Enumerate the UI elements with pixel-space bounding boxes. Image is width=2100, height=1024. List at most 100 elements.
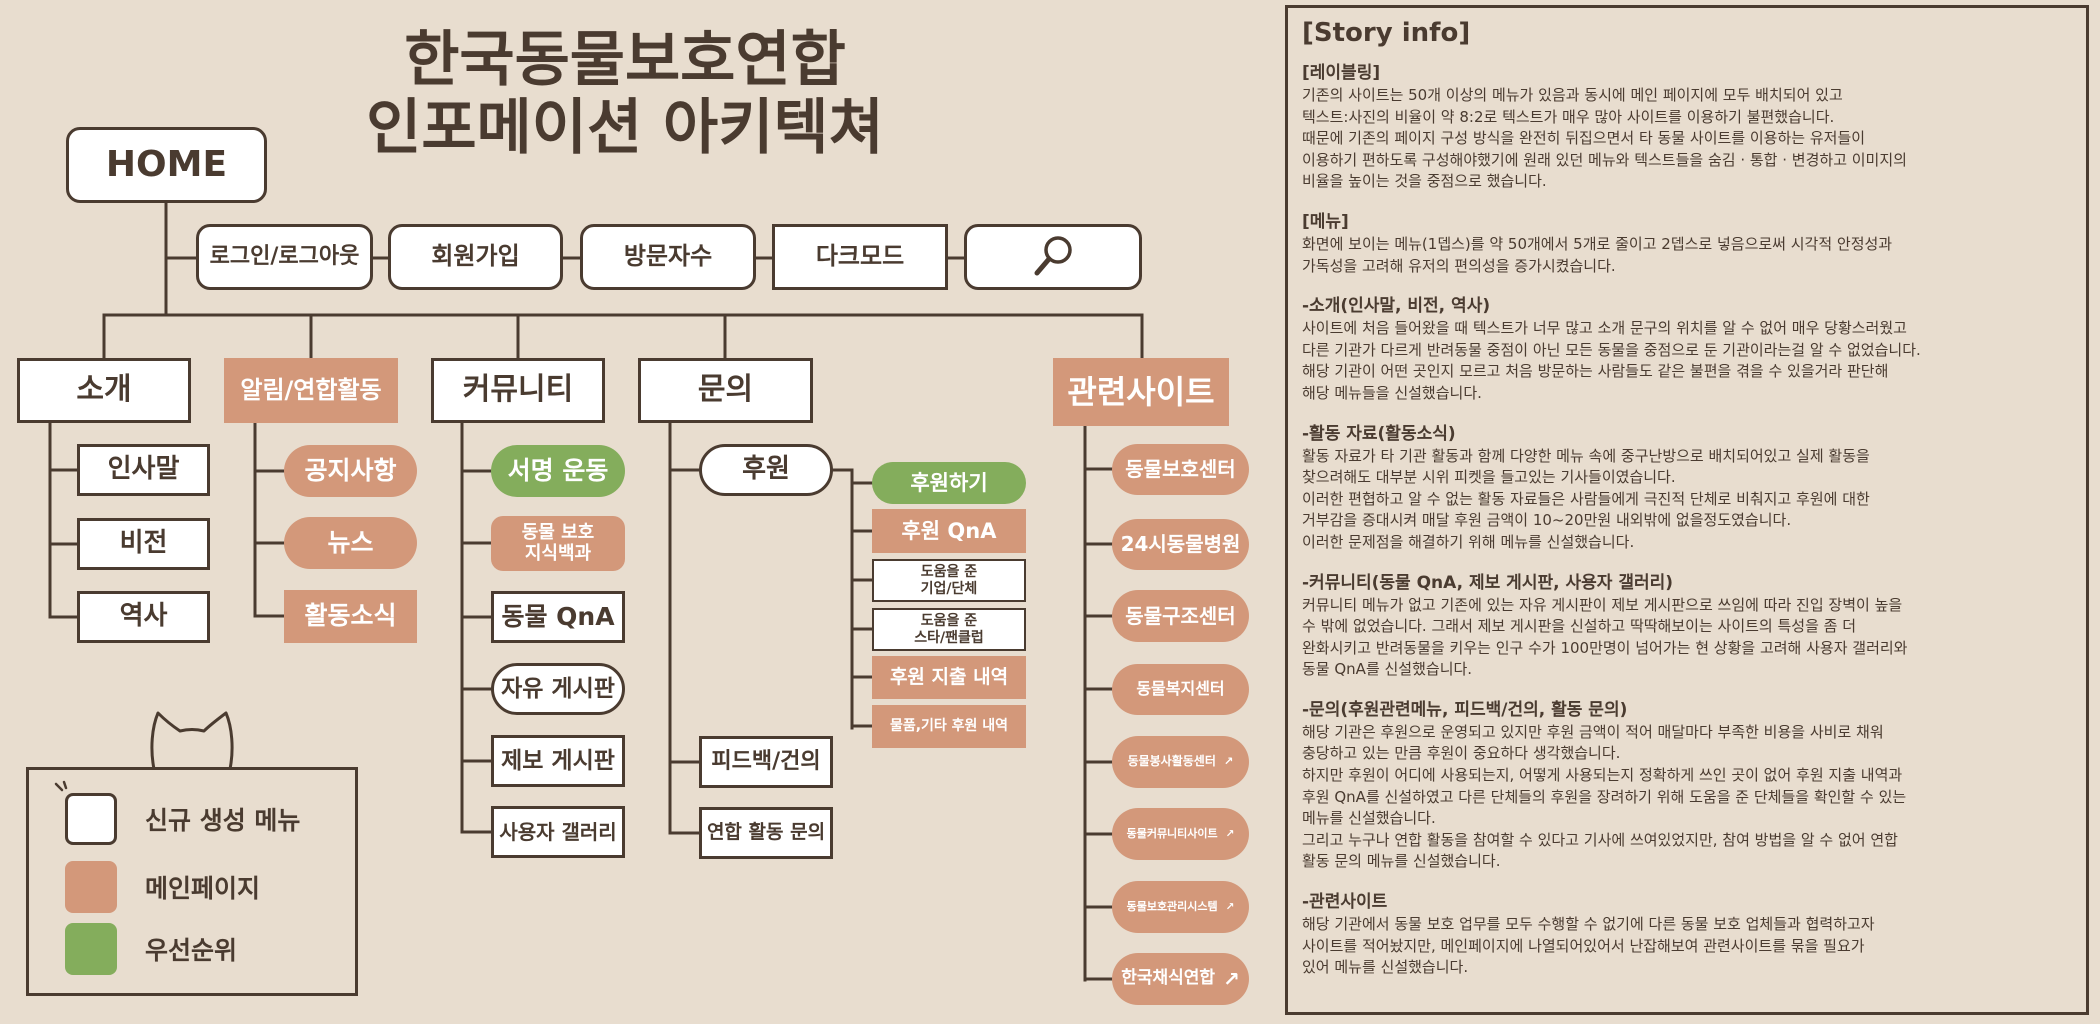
node-donation-qna: 후원 QnA <box>872 509 1026 553</box>
story-section: -소개(인사말, 비전, 역사) 사이트에 처음 들어왔을 때 텍스트가 너무 많… <box>1302 291 2072 404</box>
story-line: 커뮤니티 메뉴가 없고 기존에 있는 자유 게시판이 제보 게시판으로 쓰임에 … <box>1302 595 1903 614</box>
story-line: 화면에 보이는 메뉴(1뎁스)를 약 50개에서 5개로 줄이고 2뎁스로 넣음… <box>1302 234 1893 253</box>
node-site-8: 한국채식연합↗ <box>1112 953 1249 1005</box>
node-goods-donation: 물품,기타 후원 내역 <box>872 705 1026 748</box>
story-section-title: -문의(후원관련메뉴, 피드백/건의, 활동 문의) <box>1302 699 1628 720</box>
story-line: 거부감을 증대시켜 매달 후원 금액이 10~20만원 내외밖에 없을정도였습니… <box>1302 511 1792 530</box>
node-animal-qna: 동물 QnA <box>491 591 625 643</box>
swatch-main-page <box>65 861 117 913</box>
node-community: 커뮤니티 <box>431 358 605 423</box>
story-line: 가독성을 고려해 유저의 편의성을 증가시켰습니다. <box>1302 256 1616 275</box>
node-visitors: 방문자수 <box>580 224 756 290</box>
story-title: [Story info] <box>1302 18 1471 48</box>
swatch-priority <box>65 923 117 975</box>
node-joint-activity: 연합 활동 문의 <box>699 807 833 859</box>
story-line: 활동 자료가 타 기관 활동과 함께 다양한 메뉴 속에 중구난방으로 배치되어… <box>1302 446 1870 465</box>
story-line: 그리고 누구나 연합 활동을 참여할 수 있다고 기사에 쓰여있었지만, 참여 … <box>1302 830 1898 849</box>
story-line: 활동 문의 메뉴를 신설했습니다. <box>1302 852 1501 871</box>
external-link-icon: ↗ <box>1225 827 1235 840</box>
node-site-2: 24시동물병원 <box>1112 519 1249 570</box>
node-animal-wiki: 동물 보호 지식백과 <box>491 516 625 571</box>
story-section: [메뉴] 화면에 보이는 메뉴(1뎁스)를 약 50개에서 5개로 줄이고 2뎁스… <box>1302 207 2072 277</box>
page-title-line1: 한국동물보호연합 <box>404 25 846 95</box>
legend-label-new-menu: 신규 생성 메뉴 <box>145 806 301 835</box>
node-signup: 회원가입 <box>388 224 563 290</box>
node-notice-activity: 알림/연합활동 <box>224 358 398 423</box>
story-line: 해당 기관은 후원으로 운영되고 있지만 후원 금액이 적어 매달마다 부족한 … <box>1302 722 1884 741</box>
external-link-icon: ↗ <box>1223 966 1240 991</box>
legend-item-priority: 우선순위 <box>65 923 237 975</box>
story-line: 기존의 사이트는 50개 이상의 메뉴가 있음과 동시에 메인 페이지에 모두 … <box>1302 86 1843 104</box>
story-line: 해당 기관이 어떤 곳인지 모르고 처음 방문하는 사람들도 같은 불편을 겪을… <box>1302 362 1889 381</box>
story-line: 하지만 후원이 어디에 사용되는지, 어떻게 사용되는지 정확하게 쓰인 곳이 … <box>1302 766 1903 785</box>
page-title-line2: 인포메이션 아키텍쳐 <box>366 93 884 163</box>
external-link-icon: ↗ <box>1225 900 1235 913</box>
story-line: 이용하기 편하도록 구성해야했기에 원래 있던 메뉴와 텍스트들을 숨김 · 통… <box>1302 150 1907 169</box>
story-line: 동물 QnA를 신설했습니다. <box>1302 660 1473 679</box>
node-petition: 서명 운동 <box>491 445 625 497</box>
node-donation-spending: 후원 지출 내역 <box>872 656 1026 699</box>
swatch-new-menu <box>65 793 117 845</box>
node-vision: 비전 <box>77 518 210 570</box>
cat-ears-icon <box>150 711 234 770</box>
story-line: 해당 메뉴들을 신설했습니다. <box>1302 383 1482 402</box>
node-darkmode: 다크모드 <box>772 224 948 290</box>
node-feedback: 피드백/건의 <box>699 736 833 788</box>
node-user-gallery: 사용자 갤러리 <box>491 806 625 858</box>
story-section-title: -활동 자료(활동소식) <box>1302 423 1456 444</box>
legend-item-main-page: 메인페이지 <box>65 861 260 913</box>
story-line: 사이트에 처음 들어왔을 때 텍스트가 너무 많고 소개 문구의 위치를 알 수… <box>1302 319 1907 338</box>
search-icon <box>1029 231 1077 283</box>
node-about: 소개 <box>17 358 191 423</box>
sparkle-icon <box>54 780 68 792</box>
node-inquiry: 문의 <box>638 358 813 423</box>
story-line: 해당 기관에서 동물 보호 업무를 모두 수행할 수 없기에 다른 동물 보호 … <box>1302 915 1875 934</box>
node-site-3: 동물구조센터 <box>1112 590 1249 642</box>
node-news: 뉴스 <box>284 517 417 569</box>
story-line: 때문에 기존의 페이지 구성 방식을 완전히 뒤집으면서 타 동물 사이트를 이… <box>1302 129 1866 148</box>
node-helping-stars: 도움을 준 스타/팬클럽 <box>872 608 1026 651</box>
node-free-board: 자유 게시판 <box>491 663 625 715</box>
node-donate-now: 후원하기 <box>872 462 1026 504</box>
story-line: 충당하고 있는 만큼 후원이 중요하다 생각했습니다. <box>1302 744 1621 763</box>
node-notices: 공지사항 <box>284 445 417 497</box>
story-section: -활동 자료(활동소식) 활동 자료가 타 기관 활동과 함께 다양한 메뉴 속에… <box>1302 419 2072 554</box>
story-sections: [레이블링] 기존의 사이트는 50개 이상의 메뉴가 있음과 동시에 메인 페이… <box>1302 58 2072 979</box>
story-section-title: -커뮤니티(동물 QnA, 제보 게시판, 사용자 갤러리) <box>1302 572 1674 593</box>
story-line: 이러한 편협하고 알 수 없는 활동 자료들은 사람들에게 극진적 단체로 비춰… <box>1302 489 1870 508</box>
story-line: 텍스트:사진의 비율이 약 8:2로 텍스트가 매우 많아 사이트를 이용하기 … <box>1302 107 1835 126</box>
story-line: 찾으려해도 대부분 시위 피켓을 들고있는 기사들이였습니다. <box>1302 468 1676 487</box>
node-related-sites: 관련사이트 <box>1053 358 1229 426</box>
story-section: -문의(후원관련메뉴, 피드백/건의, 활동 문의) 해당 기관은 후원으로 운영… <box>1302 695 2072 873</box>
story-line: 이러한 문제점을 해결하기 위해 메뉴를 신설했습니다. <box>1302 532 1635 551</box>
node-site-6: 동물커뮤니티사이트↗ <box>1112 808 1249 860</box>
story-section-title: [메뉴] <box>1302 211 1349 232</box>
story-section-title: [레이블링] <box>1302 63 1381 83</box>
node-history: 역사 <box>77 591 210 643</box>
story-line: 완화시키고 반려동물을 키우는 인구 수가 100만명이 넘어가는 현 상황을 … <box>1302 638 1908 657</box>
story-line: 비율을 높이는 것을 중점으로 했습니다. <box>1302 172 1547 191</box>
node-activity-news: 활동소식 <box>284 590 417 643</box>
story-line: 후원 QnA를 신설하였고 다른 단체들의 후원을 장려하기 위해 도움을 준 … <box>1302 787 1907 806</box>
external-link-icon: ↗ <box>1223 754 1234 769</box>
node-site-4: 동물복지센터 <box>1112 664 1249 715</box>
story-info-panel: [Story info] [레이블링] 기존의 사이트는 50개 이상의 메뉴가 … <box>1285 5 2089 1015</box>
node-report-board: 제보 게시판 <box>491 735 625 787</box>
node-site-5: 동물봉사활동센터↗ <box>1112 736 1249 788</box>
story-line: 다른 기관가 다르게 반려동물 중점이 아닌 모든 동물을 중점으로 둔 기관이… <box>1302 340 1921 359</box>
legend-label-priority: 우선순위 <box>145 936 238 965</box>
story-line: 사이트를 적어놨지만, 메인페이지에 나열되어있어서 난잡해보여 관련사이트를 … <box>1302 936 1865 955</box>
story-line: 있어 메뉴를 신설했습니다. <box>1302 958 1469 977</box>
node-site-7: 동물보호관리시스템↗ <box>1112 881 1249 933</box>
node-login: 로그인/로그아웃 <box>196 224 373 290</box>
node-greeting: 인사말 <box>77 444 210 496</box>
node-search <box>964 224 1142 290</box>
legend-item-new-menu: 신규 생성 메뉴 <box>65 793 300 845</box>
story-line: 수 밖에 없었습니다. 그래서 제보 게시판을 신설하고 딱딱해보이는 사이트의… <box>1302 617 1857 636</box>
node-site-1: 동물보호센터 <box>1112 444 1249 495</box>
node-helping-orgs: 도움을 준 기업/단체 <box>872 559 1026 602</box>
node-home: HOME <box>66 127 267 203</box>
story-section: [레이블링] 기존의 사이트는 50개 이상의 메뉴가 있음과 동시에 메인 페이… <box>1302 58 2072 193</box>
story-section-title: -소개(인사말, 비전, 역사) <box>1302 296 1491 317</box>
